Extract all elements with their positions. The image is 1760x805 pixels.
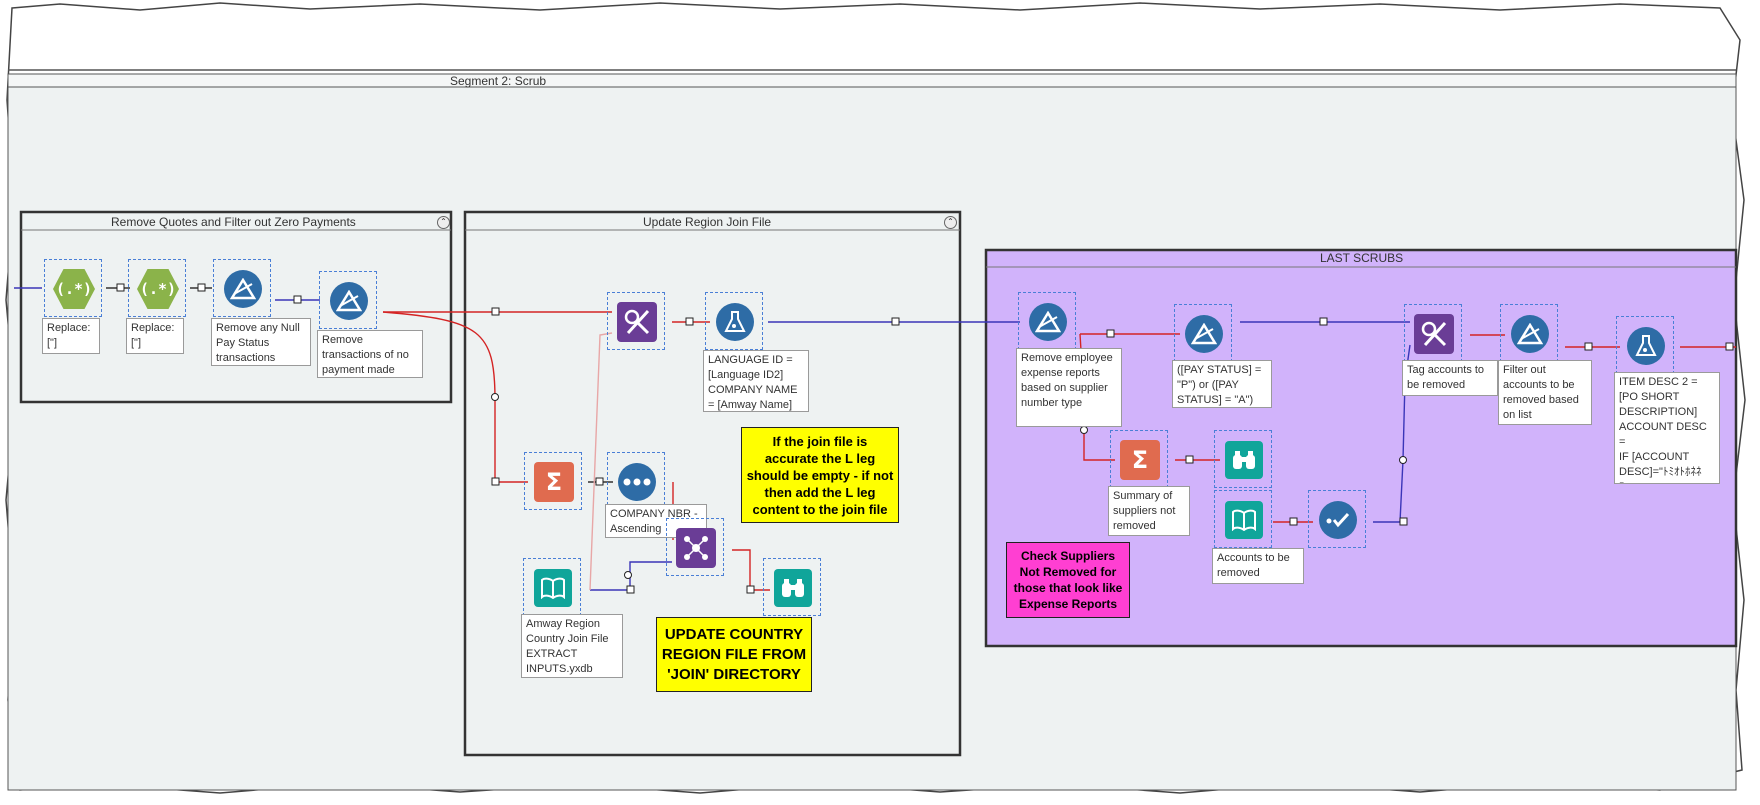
summarize-icon: Σ bbox=[534, 462, 574, 502]
tool-formula-lang[interactable] bbox=[705, 292, 763, 350]
comment-check-suppliers: Check Suppliers Not Removed for those th… bbox=[1006, 542, 1130, 618]
regex-icon: (.*) bbox=[137, 269, 179, 309]
summarize-icon: Σ bbox=[1120, 440, 1160, 480]
tool-browse-suppliers[interactable] bbox=[1214, 430, 1272, 488]
tool-filter-accounts[interactable] bbox=[1500, 304, 1558, 362]
sort-icon bbox=[618, 463, 656, 501]
tool-annotation-filter-employee: Remove employee expense reports based on… bbox=[1016, 348, 1122, 427]
browse-binoculars-icon bbox=[1225, 441, 1263, 479]
tool-annotation-regex-2: Replace: ["] bbox=[126, 318, 184, 354]
filter-icon bbox=[1185, 315, 1223, 353]
collapse-icon[interactable]: ⌃ bbox=[437, 216, 450, 229]
tool-filter-zero[interactable] bbox=[319, 271, 377, 329]
tool-annotation-summarize-suppliers: Summary of suppliers not removed bbox=[1108, 486, 1190, 536]
tool-filter-paystatus[interactable] bbox=[1174, 304, 1232, 362]
comment-update-country: UPDATE COUNTRY REGION FILE FROM 'JOIN' D… bbox=[656, 617, 812, 692]
tool-annotation-regex-1: Replace: ["] bbox=[42, 318, 100, 354]
wire-union-browse bbox=[732, 549, 770, 591]
tool-union-region[interactable] bbox=[666, 518, 724, 576]
browse-binoculars-icon bbox=[774, 569, 812, 607]
tool-annotation-input-accounts: Accounts to be removed bbox=[1212, 548, 1304, 584]
container-title-update-region: Update Region Join File bbox=[643, 215, 772, 229]
tool-annotation-formula-item: ITEM DESC 2 = [PO SHORT DESCRIPTION] ACC… bbox=[1614, 372, 1720, 484]
tool-annotation-join-tag: Tag accounts to be removed bbox=[1402, 360, 1498, 396]
segment-title-bar bbox=[7, 73, 1737, 88]
filter-icon bbox=[1029, 303, 1067, 341]
filter-icon bbox=[224, 270, 262, 308]
tool-annotation-filter-zero: Remove transactions of no payment made bbox=[317, 330, 423, 378]
tool-input-region[interactable] bbox=[523, 558, 581, 616]
tool-regex-2[interactable]: (.*) bbox=[128, 259, 186, 317]
tool-summarize-suppliers[interactable]: Σ bbox=[1110, 430, 1168, 488]
formula-icon bbox=[716, 303, 754, 341]
filter-icon bbox=[1511, 315, 1549, 353]
join-icon bbox=[617, 302, 657, 342]
tool-formula-item[interactable] bbox=[1616, 316, 1674, 374]
tool-join-tag[interactable] bbox=[1404, 304, 1462, 362]
segment-title: Segment 2: Scrub bbox=[450, 74, 547, 88]
tool-sort-company[interactable] bbox=[607, 452, 665, 510]
tool-annotation-filter-null: Remove any Null Pay Status transactions bbox=[211, 318, 311, 366]
tool-annotation-filter-paystatus: ([PAY STATUS] = "P") or ([PAY STATUS] = … bbox=[1172, 360, 1272, 408]
tool-filter-null[interactable] bbox=[213, 259, 271, 317]
comment-join-note: If the join file is accurate the L leg s… bbox=[741, 427, 899, 523]
tool-annotation-filter-accounts: Filter out accounts to be removed based … bbox=[1498, 360, 1592, 425]
unique-icon bbox=[1319, 501, 1357, 539]
tool-regex-1[interactable]: (.*) bbox=[44, 259, 102, 317]
container-title-last-scrubs: LAST SCRUBS bbox=[1320, 251, 1404, 265]
collapse-icon[interactable]: ⌃ bbox=[944, 216, 957, 229]
tool-annotation-input-region: Amway Region Country Join File EXTRACT I… bbox=[521, 614, 623, 678]
regex-icon: (.*) bbox=[53, 269, 95, 309]
tool-unique-accounts[interactable] bbox=[1308, 490, 1366, 548]
tool-annotation-formula-lang: LANGUAGE ID = [Language ID2] COMPANY NAM… bbox=[703, 350, 809, 412]
tool-input-accounts[interactable] bbox=[1214, 490, 1272, 548]
union-icon bbox=[676, 528, 716, 568]
container-title-remove-quotes: Remove Quotes and Filter out Zero Paymen… bbox=[111, 215, 356, 229]
input-book-icon bbox=[1225, 501, 1263, 539]
join-icon bbox=[1414, 314, 1454, 354]
filter-icon bbox=[330, 282, 368, 320]
tool-summarize-region[interactable]: Σ bbox=[524, 452, 582, 510]
input-book-icon bbox=[534, 569, 572, 607]
tool-join-lang[interactable] bbox=[607, 292, 665, 350]
wire-input-join-faint bbox=[589, 332, 613, 591]
tool-browse-region[interactable] bbox=[763, 558, 821, 616]
formula-icon bbox=[1627, 327, 1665, 365]
tool-filter-employee[interactable] bbox=[1018, 292, 1076, 350]
